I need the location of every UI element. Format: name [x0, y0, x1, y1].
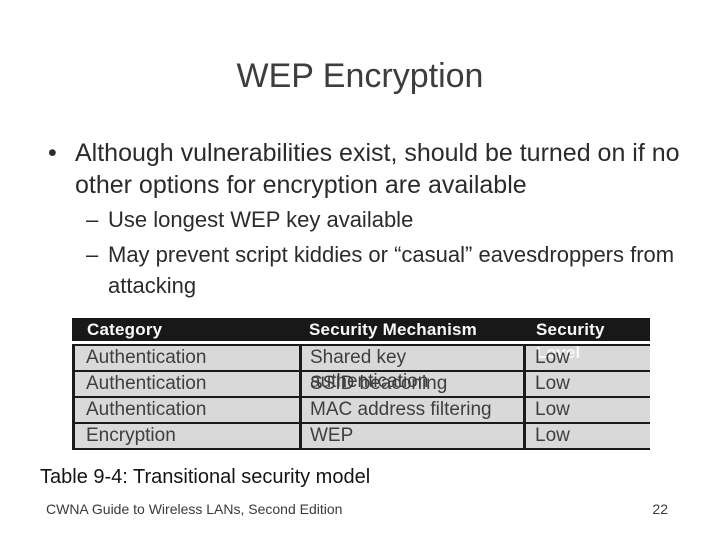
- sub-bullet-item-1: – Use longest WEP key available: [86, 204, 693, 235]
- cell-category: Encryption: [75, 424, 302, 448]
- table-header-row: Category Security Mechanism Security Lev…: [72, 318, 650, 362]
- dash-marker: –: [86, 207, 99, 232]
- cell-level: Low: [535, 399, 570, 420]
- sub-bullet-item-1-text: Use longest WEP key available: [108, 207, 414, 232]
- dash-marker: –: [86, 242, 99, 267]
- cell-level: Low: [535, 373, 570, 394]
- page-title: WEP Encryption: [236, 57, 484, 95]
- bullet-dot-marker: •: [48, 139, 57, 167]
- bullet-item-1-text: Although vulnerabilities exist, should b…: [75, 139, 680, 199]
- table-row: Encryption WEP Low: [75, 422, 650, 448]
- security-model-table: Category Security Mechanism Security Lev…: [72, 318, 650, 450]
- table-body: Authentication Shared key authentication…: [72, 344, 650, 450]
- table-caption: Table 9-4: Transitional security model: [40, 466, 371, 488]
- footer-book-title: CWNA Guide to Wireless LANs, Second Edit…: [46, 501, 343, 517]
- cell-level: Low: [535, 425, 570, 446]
- cell-mechanism: MAC address filtering: [302, 398, 526, 422]
- cell-category: Authentication: [75, 346, 302, 370]
- page-number: 22: [652, 501, 668, 517]
- sub-bullet-item-2: – May prevent script kiddies or “casual”…: [86, 239, 693, 301]
- table-row: Authentication Shared key authentication…: [75, 344, 650, 392]
- bullet-item-1: • Although vulnerabilities exist, should…: [48, 137, 687, 201]
- column-header-security-mechanism: Security Mechanism: [309, 320, 477, 339]
- table-row: Authentication SSID beaconing Low: [75, 370, 650, 396]
- cell-mechanism: WEP: [302, 424, 526, 448]
- column-header-category: Category: [87, 320, 163, 339]
- cell-level: Low: [535, 347, 570, 368]
- column-header-security-level: Security Level: [536, 320, 605, 362]
- cell-mechanism: Shared key authentication: [302, 346, 526, 392]
- table-row: Authentication MAC address filtering Low: [75, 396, 650, 422]
- cell-mechanism: SSID beaconing: [302, 372, 526, 396]
- cell-category: Authentication: [75, 398, 302, 422]
- sub-bullet-item-2-text: May prevent script kiddies or “casual” e…: [108, 242, 675, 298]
- cell-category: Authentication: [75, 372, 302, 396]
